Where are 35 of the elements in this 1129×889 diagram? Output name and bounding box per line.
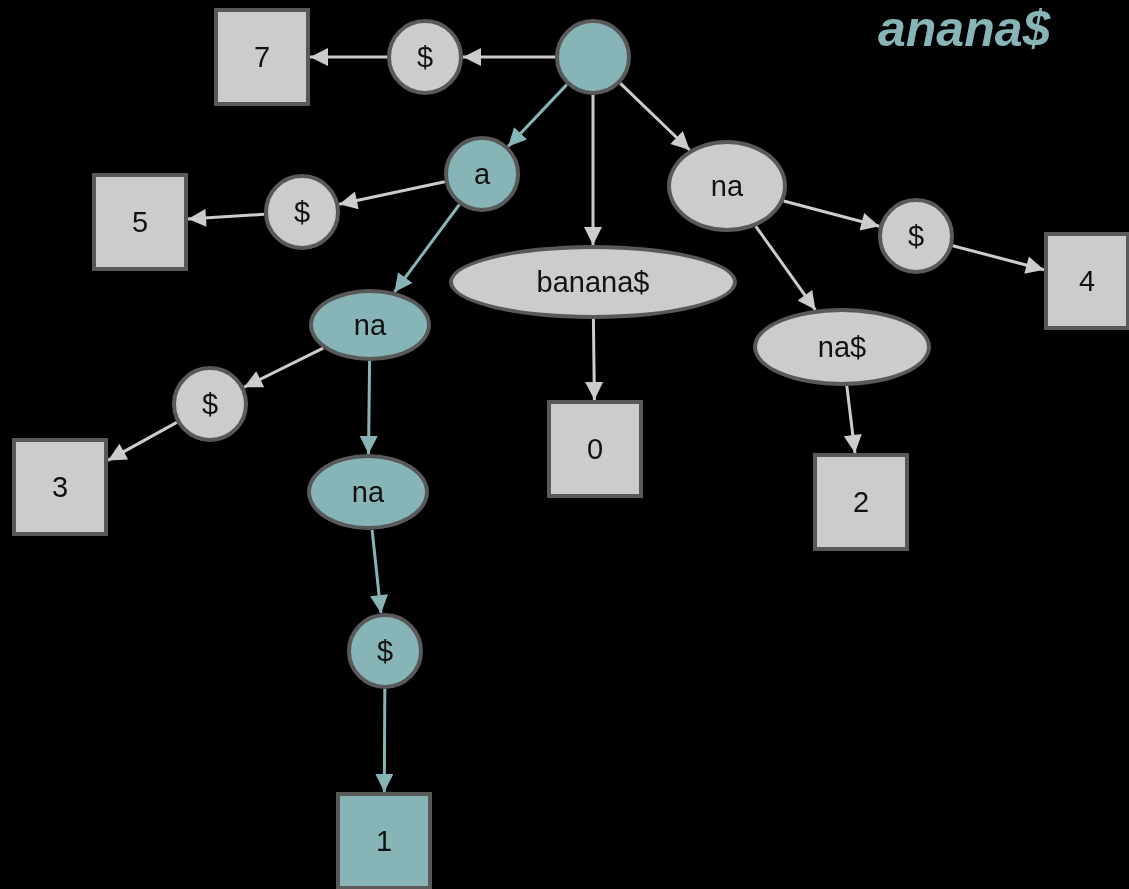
leaf-box: 2 <box>813 453 909 551</box>
circle-node: $ <box>878 198 954 274</box>
arrow <box>359 361 378 454</box>
circle-node: $ <box>264 174 340 250</box>
leaf-box: 4 <box>1044 232 1129 330</box>
title-text: anana$ <box>878 0 1051 58</box>
arrow <box>585 318 604 401</box>
arrow <box>619 82 691 152</box>
ellipse-node: na <box>309 289 431 361</box>
leaf-box: 7 <box>214 8 310 106</box>
arrow <box>584 95 602 245</box>
arrow <box>843 385 862 454</box>
leaf-box: 3 <box>12 438 108 536</box>
arrow <box>370 529 389 614</box>
circle-node: $ <box>387 19 463 95</box>
leaf-box: 5 <box>92 173 188 271</box>
arrow <box>310 48 387 66</box>
circle-node: $ <box>172 366 248 442</box>
arrow <box>338 180 446 210</box>
arrow <box>507 83 568 148</box>
arrow <box>754 225 817 311</box>
leaf-box: 1 <box>336 792 432 889</box>
ellipse-node: na <box>307 454 429 530</box>
circle-node <box>555 19 631 95</box>
ellipse-node: na$ <box>753 308 931 386</box>
ellipse-node: banana$ <box>449 245 737 319</box>
circle-node: $ <box>347 613 423 689</box>
circle-node: a <box>444 136 520 212</box>
arrow <box>375 689 394 792</box>
arrow <box>187 208 265 227</box>
arrow <box>952 244 1045 274</box>
arrow <box>783 199 880 231</box>
arrow <box>463 48 555 66</box>
leaf-box: 0 <box>547 400 643 498</box>
ellipse-node: na <box>667 140 787 232</box>
